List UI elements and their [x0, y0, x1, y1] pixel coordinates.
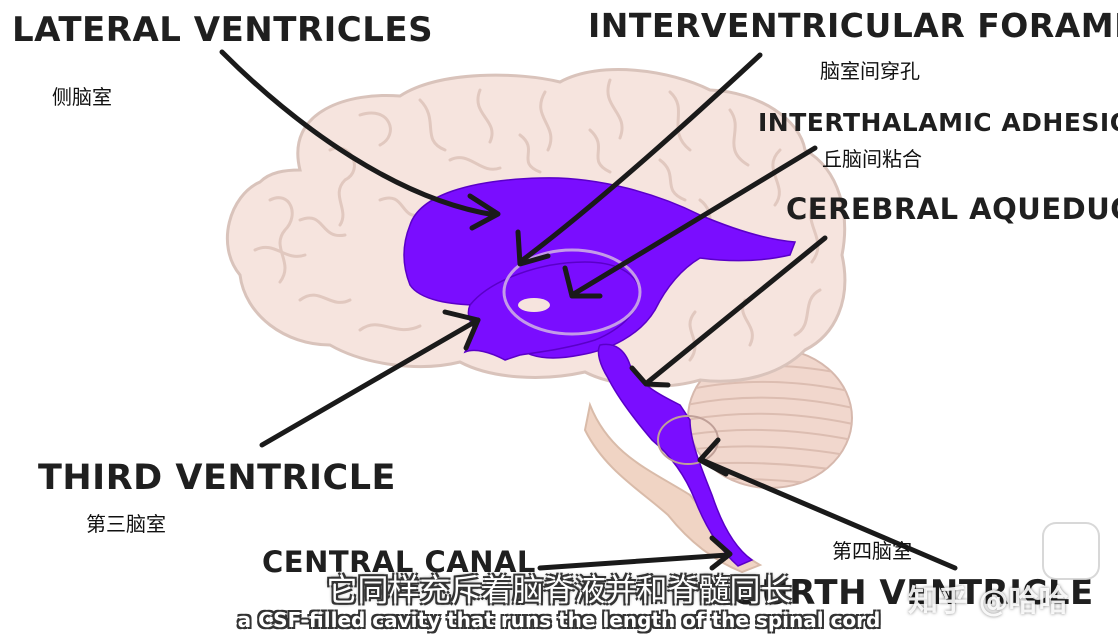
pointer-interthalamic-adhesion [562, 145, 818, 299]
label-zh-interthalamic-adhesion: 丘脑间粘合 [822, 147, 922, 171]
third-ventricle-shape [463, 261, 641, 361]
label-zh-lateral-ventricles: 侧脑室 [52, 85, 112, 109]
label-zh-fourth-ventricle: 第四脑室 [832, 539, 912, 563]
label-zh-third-ventricle: 第三脑室 [86, 512, 166, 536]
pointer-central-canal [537, 535, 733, 571]
play-button[interactable] [1042, 522, 1100, 580]
play-icon [1066, 542, 1080, 560]
watermark-text: 知乎 @哈哈 [908, 584, 1069, 619]
adhesion-hole [518, 298, 550, 312]
label-central-canal: CENTRAL CANAL [262, 545, 536, 579]
subtitle-chinese: 它同样充斥着脑脊液并和脊髓同长 [326, 573, 792, 609]
pointer-cerebral-aqueduct [629, 235, 828, 388]
ventricular-system [403, 177, 797, 567]
label-zh-interventricular-foramen: 脑室间穿孔 [820, 59, 920, 83]
label-interthalamic-adhesion: INTERTHALAMIC ADHESION [758, 108, 1118, 137]
label-interventricular-foramen: INTERVENTRICULAR FORAMEN [588, 6, 1118, 45]
pointer-lateral-ventricles [219, 49, 501, 231]
label-third-ventricle: THIRD VENTRICLE [38, 458, 396, 498]
pointer-interventricular-foramen [515, 52, 763, 267]
pointer-fourth-ventricle [697, 437, 958, 571]
label-lateral-ventricles: LATERAL VENTRICLES [12, 10, 434, 50]
subtitle-english: a CSF-filled cavity that runs the length… [237, 608, 881, 632]
label-cerebral-aqueduct: CEREBRAL AQUEDUCT [786, 192, 1118, 226]
label-fourth-ventricle: FOURTH VENTRICLE [708, 573, 1094, 613]
pointer-third-ventricle [259, 309, 481, 448]
pointer-lines [219, 49, 958, 571]
interthalamic-adhesion-shape [502, 248, 642, 336]
